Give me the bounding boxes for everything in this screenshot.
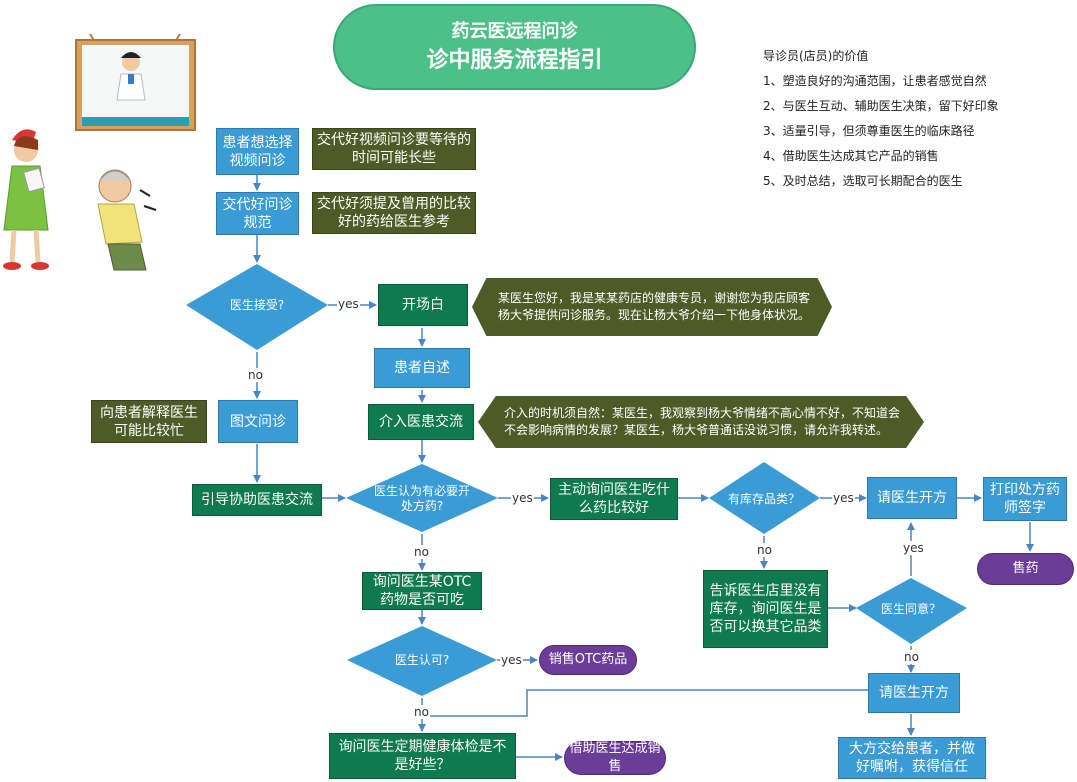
notes-item: 2、与医生互动、辅助医生决策，留下好印象 xyxy=(763,99,999,113)
node-prescribe2: 请医生开方 xyxy=(868,673,960,713)
title-line2: 诊中服务流程指引 xyxy=(426,47,603,73)
node-intervene: 介入医患交流 xyxy=(368,404,474,440)
diamond-doctor-approve xyxy=(347,626,497,696)
node-print-rx: 打印处方药师签字 xyxy=(983,477,1067,521)
node-sell: 售药 xyxy=(977,553,1074,585)
notes-item: 3、适量引导，但须尊重医生的临床路径 xyxy=(763,124,975,138)
edge-label-no: no xyxy=(756,543,773,557)
diamond-in-stock xyxy=(709,462,820,534)
node-hand-over: 大方交给患者，并做好嘱咐，获得信任 xyxy=(838,737,986,779)
doctor-video-illustration xyxy=(75,33,196,131)
label-doctor-agree: 医生同意？ xyxy=(880,601,941,616)
node-ask-otc: 询问医生某OTC药物是否可吃 xyxy=(362,572,482,610)
title-line1: 药云医远程问诊 xyxy=(451,21,578,42)
node-explain-drugs: 交代好须提及曾用的比较好的药给医生参考 xyxy=(312,192,476,234)
node-ask-doctor: 主动询问医生吃什么药比较好 xyxy=(550,478,678,520)
node-help-sell: 借助医生达成销售 xyxy=(564,741,666,775)
diamond-doctor-agree xyxy=(856,578,967,644)
label-doctor-approve: 医生认可? xyxy=(394,652,450,667)
diamond-doctor-accept xyxy=(186,264,328,350)
notes-item: 1、塑造良好的沟通范围，让患者感觉自然 xyxy=(763,74,987,88)
edge-label-yes: yes xyxy=(511,491,534,505)
node-opening: 开场白 xyxy=(378,284,468,326)
label-need-rx: 医生认为有必要开处方药? xyxy=(373,484,470,513)
edge-label-yes: yes xyxy=(500,653,523,667)
edge-label-yes: yes xyxy=(832,491,855,505)
diamond-need-rx xyxy=(346,464,498,532)
node-explain-busy: 向患者解释医生可能比较忙 xyxy=(91,400,207,443)
node-guide-comm: 引导协助医患交流 xyxy=(192,484,322,516)
node-patient-self: 患者自述 xyxy=(374,348,470,388)
node-text-consult: 图文问诊 xyxy=(218,400,298,443)
node-ask-checkup: 询问医生定期健康体检是不是好些？ xyxy=(329,733,516,779)
edge-label-yes: yes xyxy=(902,541,925,555)
elderly-patient-illustration xyxy=(97,169,157,271)
node-tell-no-stock: 告诉医生店里没有库存，询问医生是否可以换其它品类 xyxy=(703,570,828,648)
title-banner: 药云医远程问诊 诊中服务流程指引 xyxy=(333,4,696,90)
edge-label-yes: yes xyxy=(337,297,360,311)
label-doctor-accept: 医生接受? xyxy=(229,297,285,312)
node-patient-choose: 患者想选择视频问诊 xyxy=(216,128,299,175)
notes-item: 4、借助医生达成其它产品的销售 xyxy=(763,149,939,163)
value-notes: 导诊员(店员)的价值 1、塑造良好的沟通范围，让患者感觉自然 2、与医生互动、辅… xyxy=(763,44,1063,194)
node-explain-wait: 交代好视频问诊要等待的时间可能长些 xyxy=(312,128,476,170)
edge-label-no: no xyxy=(247,368,264,382)
node-explain-rules: 交代好问诊规范 xyxy=(216,192,299,235)
edge-label-no: no xyxy=(413,705,430,719)
notes-item: 5、及时总结，选取可长期配合的医生 xyxy=(763,174,963,188)
node-sell-otc: 销售OTC药品 xyxy=(539,645,637,675)
edge-label-no: no xyxy=(903,650,920,664)
notes-heading: 导诊员(店员)的价值 xyxy=(763,49,869,63)
label-in-stock: 有库存品类？ xyxy=(727,491,800,506)
callout-intervene-script: 介入的时机须自然：某医生，我观察到杨大爷情绪不高心情不好，不知道会不会影响病情的… xyxy=(478,396,924,448)
node-prescribe1: 请医生开方 xyxy=(867,477,957,519)
nurse-illustration xyxy=(3,129,49,270)
callout-opening-script: 某医生您好，我是某某药店的健康专员，谢谢您为我店顾客杨大爷提供问诊服务。现在让杨… xyxy=(472,278,832,336)
edge-label-no: no xyxy=(413,545,430,559)
